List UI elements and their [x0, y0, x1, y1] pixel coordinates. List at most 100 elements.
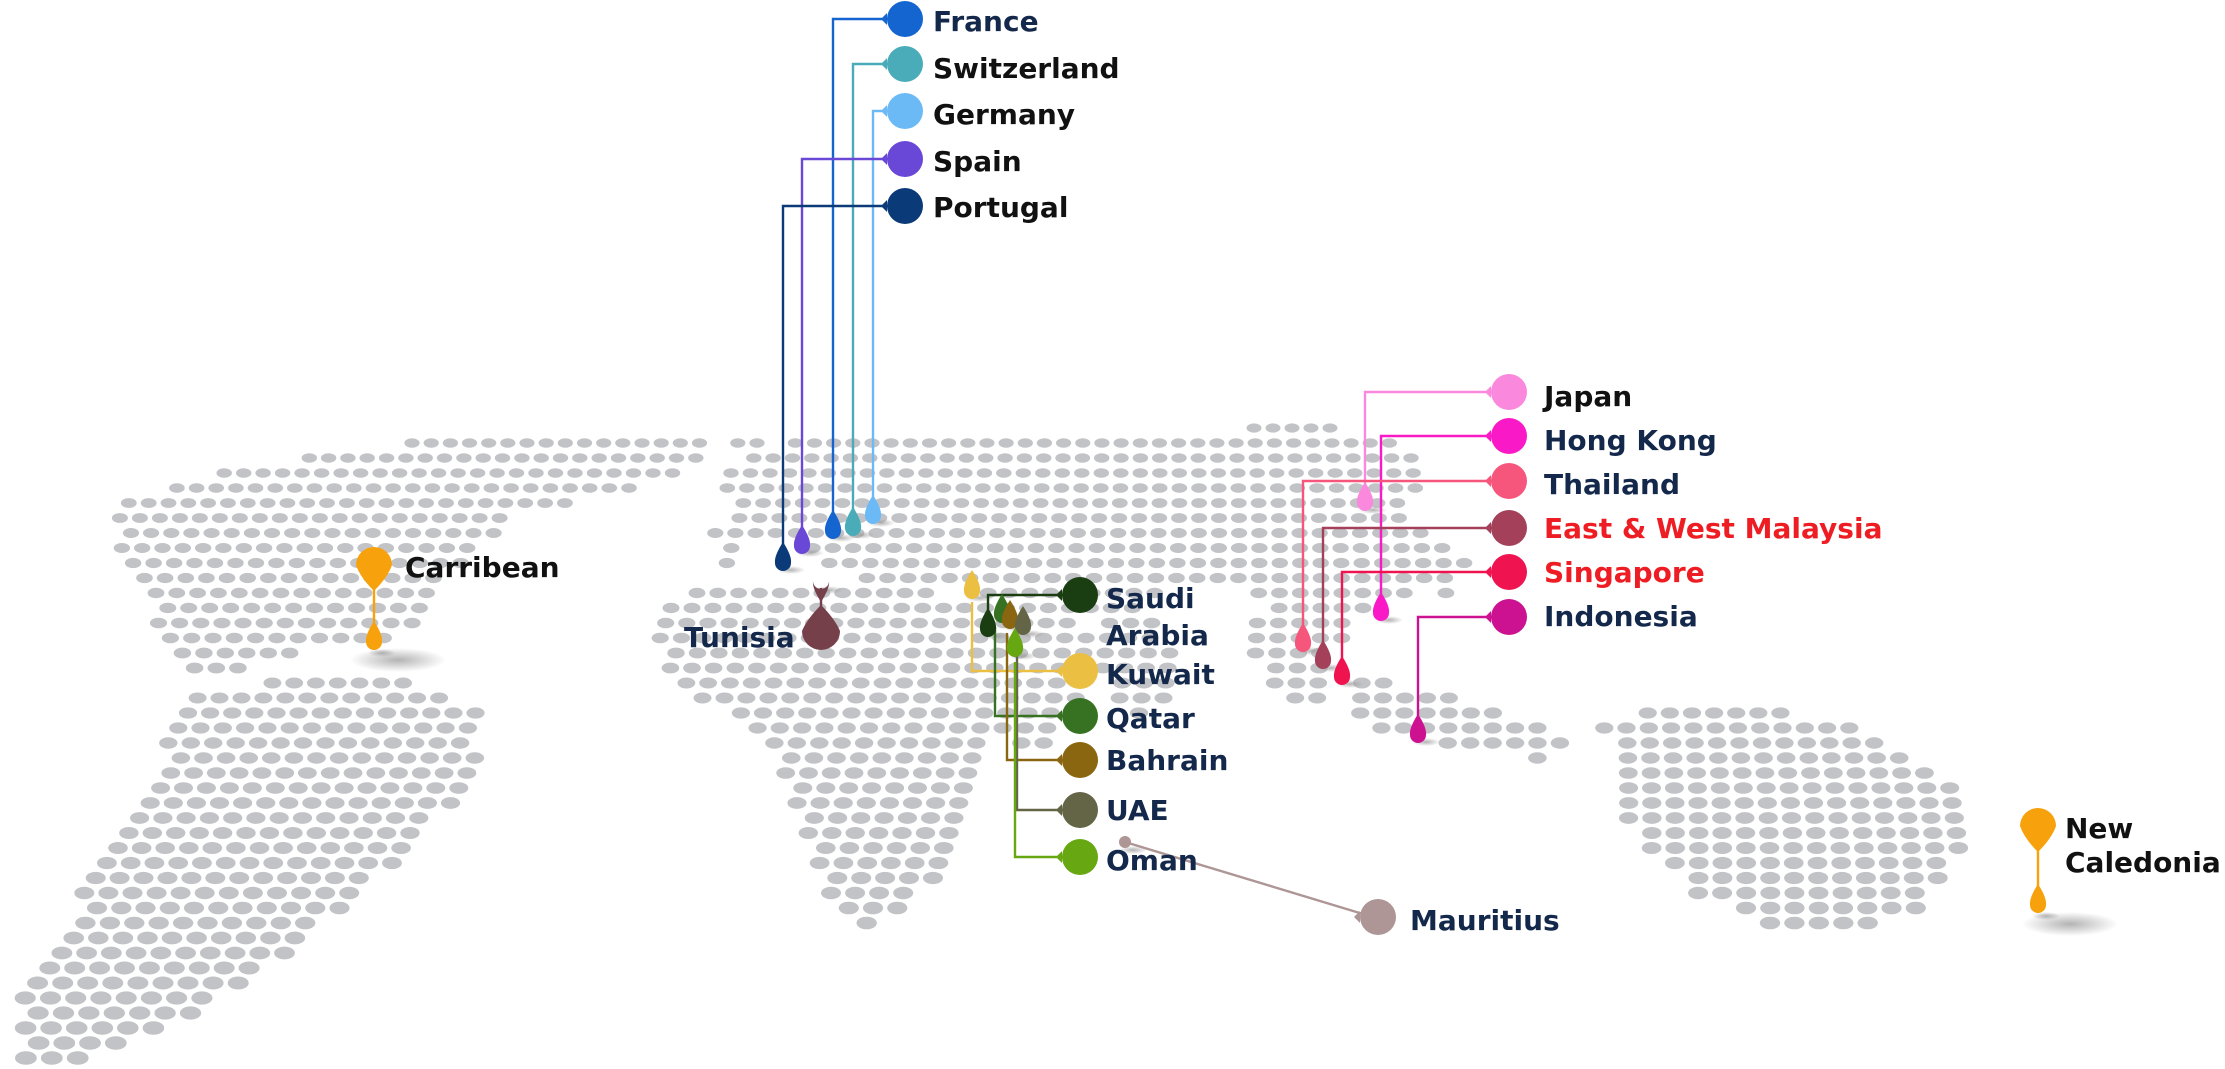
carribean-marker [356, 547, 392, 591]
saudi-arabia-leader-line [986, 593, 1065, 614]
singapore-leader-line [1340, 570, 1494, 662]
indonesia-marker-beak [1485, 611, 1491, 623]
carribean-label: Carribean [405, 551, 560, 584]
kuwait-marker [1062, 653, 1098, 689]
new-caledonia-tip-shadow [2032, 912, 2060, 920]
saudi-arabia-marker [1062, 577, 1098, 613]
saudi-arabia-marker-beak [1056, 589, 1062, 601]
indonesia-marker [1491, 599, 1527, 635]
new-caledonia-label-line-1: New [2065, 812, 2133, 845]
east-west-malaysia-label: East & West Malaysia [1544, 512, 1882, 545]
france-marker [887, 1, 923, 37]
switzerland-marker [887, 46, 923, 82]
oman-marker [1062, 839, 1098, 875]
germany-tip-pin [864, 495, 882, 524]
qatar-marker-beak [1056, 710, 1062, 722]
indonesia-leader-line [1416, 615, 1494, 720]
spain-leader-line [800, 157, 890, 531]
portugal-tip-pin [774, 542, 792, 571]
kuwait-marker-beak [1056, 665, 1062, 677]
thailand-label: Thailand [1544, 468, 1680, 501]
tunisia-marker [802, 605, 840, 650]
thailand-marker-beak [1485, 475, 1491, 487]
carribean-pin-shadow [350, 648, 446, 672]
hong-kong-label: Hong Kong [1544, 424, 1717, 457]
qatar-label: Qatar [1106, 702, 1195, 735]
uae-label: UAE [1106, 794, 1169, 827]
bahrain-marker-beak [1056, 754, 1062, 766]
saudi-arabia-label-line-1: Saudi [1106, 582, 1195, 615]
france-marker-beak [881, 13, 887, 25]
kuwait-tip-pin [963, 570, 981, 599]
oman-leader-line [1013, 662, 1065, 859]
singapore-label: Singapore [1544, 556, 1705, 589]
germany-marker [887, 93, 923, 129]
japan-marker [1491, 374, 1527, 410]
mauritius-tip-pin [1119, 836, 1131, 848]
qatar-marker [1062, 698, 1098, 734]
oman-marker-beak [1056, 851, 1062, 863]
pin-shadows [350, 506, 2118, 936]
saudi-arabia-tip-pin [979, 608, 997, 637]
east-west-malaysia-leader-line [1321, 526, 1494, 646]
location-labels: FranceSwitzerlandGermanySpainPortugalTun… [405, 5, 2221, 937]
mauritius-leader-line [1124, 840, 1364, 916]
bahrain-marker [1062, 742, 1098, 778]
france-label: France [933, 5, 1039, 38]
hong-kong-marker [1491, 418, 1527, 454]
spain-marker [887, 141, 923, 177]
singapore-marker-beak [1485, 566, 1491, 578]
uae-marker [1062, 792, 1098, 828]
mauritius-tip-shadow [1119, 846, 1147, 854]
new-caledonia-marker [2020, 808, 2056, 852]
spain-label: Spain [933, 145, 1022, 178]
hong-kong-marker-beak [1485, 430, 1491, 442]
portugal-label: Portugal [933, 191, 1068, 224]
tunisia-tip-pin [812, 581, 830, 602]
hong-kong-leader-line [1379, 434, 1494, 598]
mauritius-marker-beak [1354, 911, 1360, 923]
switzerland-marker-beak [881, 58, 887, 70]
hong-kong-tip-pin [1372, 592, 1390, 621]
bahrain-tip-pin [1001, 600, 1019, 629]
east-west-malaysia-marker [1491, 510, 1527, 546]
singapore-marker [1491, 554, 1527, 590]
oman-label: Oman [1106, 844, 1198, 877]
mauritius-marker [1360, 899, 1396, 935]
uae-leader-line [1015, 640, 1065, 812]
east-west-malaysia-tip-pin [1314, 640, 1332, 669]
oman-tip-pin [1006, 628, 1024, 657]
bahrain-leader-line [1005, 633, 1065, 762]
portugal-marker-beak [881, 200, 887, 212]
spain-tip-pin [793, 525, 811, 554]
thailand-tip-pin [1294, 623, 1312, 652]
mauritius-label: Mauritius [1410, 904, 1560, 937]
france-leader-line [831, 17, 890, 516]
tunisia-label: Tunisia [684, 621, 795, 654]
indonesia-label: Indonesia [1544, 600, 1698, 633]
japan-marker-beak [1485, 386, 1491, 398]
switzerland-label: Switzerland [933, 52, 1120, 85]
map-pins [356, 1, 2056, 935]
dotted-landmass [14, 423, 1969, 1065]
carribean-tip-pin [365, 621, 383, 650]
germany-label: Germany [933, 98, 1075, 131]
germany-marker-beak [881, 105, 887, 117]
japan-tip-pin [1356, 482, 1374, 511]
singapore-tip-pin [1333, 656, 1351, 685]
carribean-tip-shadow [368, 649, 396, 657]
japan-label: Japan [1542, 380, 1632, 413]
new-caledonia-tip-pin [2029, 884, 2047, 913]
uae-tip-pin [1014, 606, 1032, 635]
east-west-malaysia-marker-beak [1485, 522, 1491, 534]
switzerland-leader-line [851, 62, 890, 512]
switzerland-tip-pin [844, 507, 862, 536]
qatar-leader-line [993, 627, 1065, 718]
portugal-leader-line [781, 204, 890, 548]
indonesia-tip-pin [1409, 714, 1427, 743]
kuwait-leader-line [970, 602, 1065, 673]
uae-marker-beak [1056, 804, 1062, 816]
spain-marker-beak [881, 153, 887, 165]
saudi-arabia-label-line-2: Arabia [1106, 619, 1209, 652]
